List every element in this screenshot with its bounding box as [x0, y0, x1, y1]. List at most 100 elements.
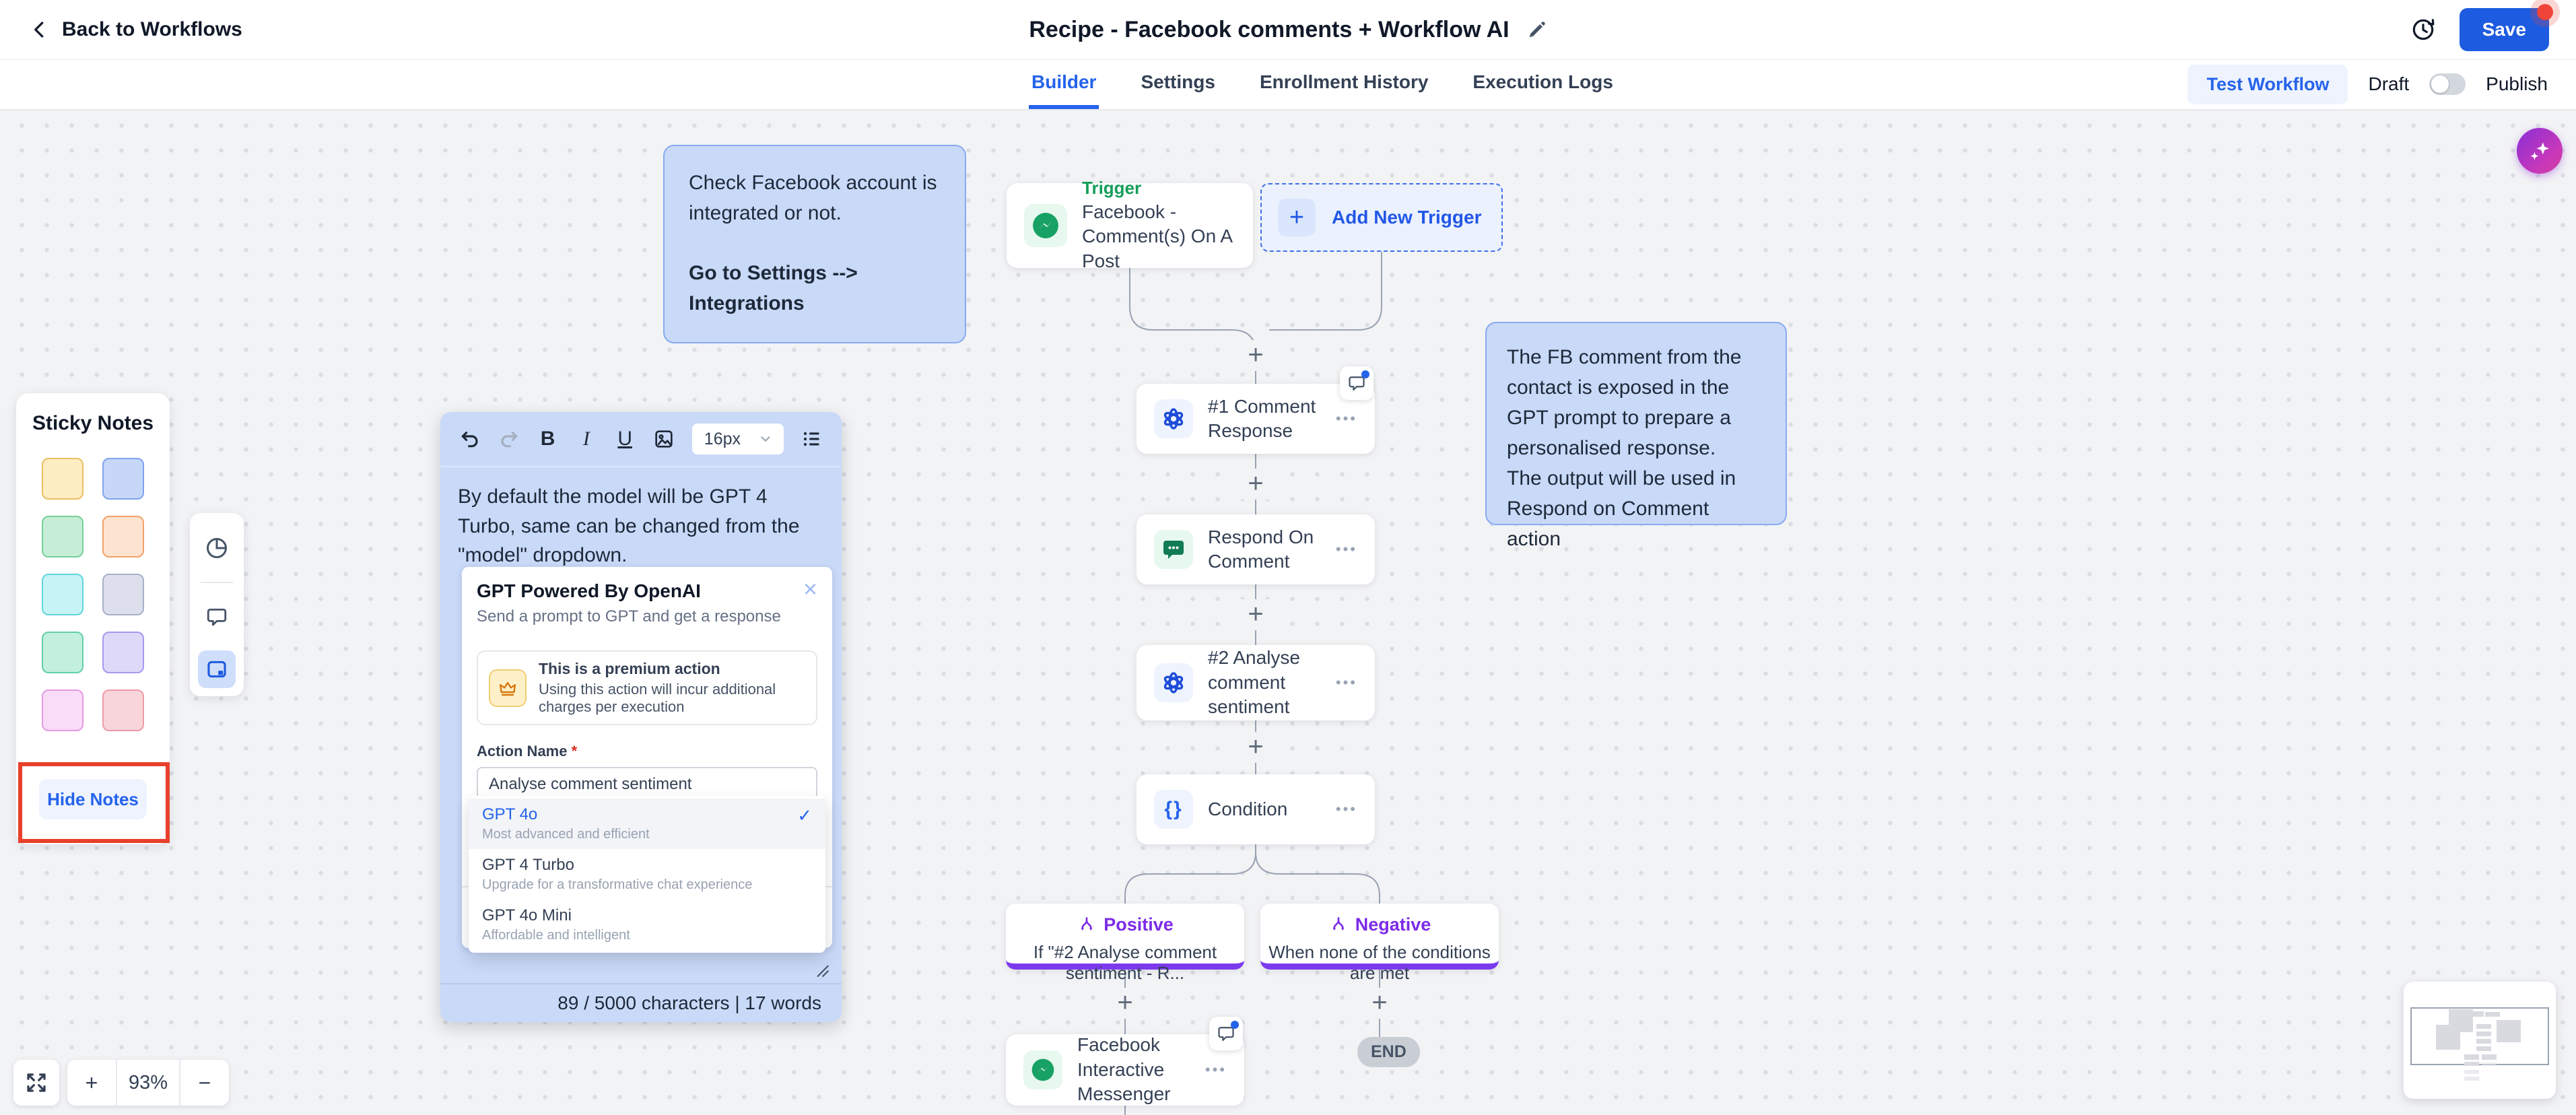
editor-footer: 89 / 5000 characters | 17 words: [440, 983, 842, 1022]
back-to-workflows-button[interactable]: Back to Workflows: [30, 18, 242, 41]
edit-title-pencil-icon[interactable]: [1527, 20, 1547, 40]
model-option-name: GPT 4 Turbo: [482, 856, 574, 874]
action-node-fb-interactive-messenger[interactable]: Facebook Interactive Messenger •••: [1006, 1034, 1244, 1106]
stats-pie-icon[interactable]: [198, 529, 236, 567]
close-icon: ×: [803, 575, 817, 603]
branch-positive[interactable]: Positive If "#2 Analyse comment sentimen…: [1006, 904, 1244, 983]
zoom-in-button[interactable]: +: [67, 1060, 117, 1106]
sticky-color-swatch[interactable]: [42, 458, 83, 500]
page-title: Recipe - Facebook comments + Workflow AI: [1029, 16, 1510, 42]
node-note-indicator[interactable]: [1209, 1017, 1243, 1050]
workflow-canvas[interactable]: + + + + + + Check Facebook account is in…: [0, 109, 2576, 1115]
gpt-dialog-subtitle: Send a prompt to GPT and get a response: [477, 607, 781, 626]
sticky-color-swatch[interactable]: [102, 689, 144, 731]
action-node-analyse-sentiment[interactable]: #2 Analyse comment sentiment •••: [1137, 645, 1375, 720]
action-node-respond-on-comment[interactable]: Respond On Comment •••: [1137, 514, 1375, 584]
sticky-color-swatch[interactable]: [102, 574, 144, 615]
sticky-note-tool-button[interactable]: [198, 650, 236, 688]
version-history-icon[interactable]: [2410, 16, 2437, 43]
italic-button[interactable]: I: [582, 428, 590, 450]
check-icon: ✓: [797, 805, 812, 825]
draft-publish-toggle[interactable]: [2429, 73, 2466, 95]
condition-braces-icon: {}: [1154, 790, 1193, 829]
sticky-color-grid: [16, 458, 170, 731]
zoom-level: 93%: [117, 1060, 180, 1106]
canvas-tools-toolbar: [190, 513, 244, 696]
tab-builder[interactable]: Builder: [1029, 59, 1099, 109]
fit-to-screen-button[interactable]: [13, 1060, 59, 1106]
model-option-desc: Upgrade for a transformative chat experi…: [482, 877, 753, 892]
publish-label: Publish: [2486, 73, 2548, 94]
comments-icon[interactable]: [198, 598, 236, 636]
branch-split-icon: [1077, 915, 1097, 935]
tab-execution-logs[interactable]: Execution Logs: [1472, 71, 1613, 92]
sticky-note-editor[interactable]: B I U 16px By default the model will be …: [440, 412, 842, 1022]
sticky-note-text-bold: Go to Settings --> Integrations: [689, 262, 858, 314]
sticky-color-swatch[interactable]: [42, 574, 83, 615]
add-action-plus[interactable]: +: [1364, 988, 1395, 1019]
branch-negative[interactable]: Negative When none of the conditions are…: [1260, 904, 1499, 983]
node-menu-button[interactable]: •••: [1335, 801, 1357, 817]
add-action-plus[interactable]: +: [1240, 469, 1271, 500]
sticky-note-text: Check Facebook account is integrated or …: [689, 172, 937, 224]
save-button[interactable]: Save: [2459, 0, 2560, 51]
action-name-label: Action Name *: [477, 743, 578, 759]
branch-label: Negative: [1355, 914, 1431, 935]
tab-enrollment-history[interactable]: Enrollment History: [1259, 71, 1429, 92]
ai-magic-wand-button[interactable]: [2517, 128, 2563, 174]
action-node-condition[interactable]: {} Condition •••: [1137, 774, 1375, 844]
test-workflow-button[interactable]: Test Workflow: [2188, 64, 2348, 104]
node-menu-button[interactable]: •••: [1335, 410, 1357, 427]
action-node-comment-response[interactable]: #1 Comment Response •••: [1137, 384, 1375, 454]
workflow-tabs: Builder Settings Enrollment History Exec…: [1029, 59, 1616, 109]
node-title: Condition: [1208, 798, 1288, 819]
sticky-note-gpt-explainer[interactable]: The FB comment from the contact is expos…: [1485, 322, 1787, 550]
node-title: Facebook Interactive Messenger: [1077, 1034, 1171, 1105]
zoom-controls: + 93% −: [67, 1060, 229, 1106]
add-new-trigger-button[interactable]: + Add New Trigger: [1260, 183, 1503, 252]
insert-image-icon[interactable]: [653, 426, 675, 452]
trigger-node[interactable]: Trigger Facebook - Comment(s) On A Post: [1007, 178, 1253, 271]
resize-handle[interactable]: [812, 960, 829, 978]
gpt-dialog-title: GPT Powered By OpenAI: [477, 580, 701, 601]
trigger-title: Facebook - Comment(s) On A Post: [1082, 201, 1232, 271]
node-menu-button[interactable]: •••: [1335, 541, 1357, 558]
hide-notes-button[interactable]: Hide Notes: [39, 779, 147, 819]
underline-button[interactable]: U: [617, 428, 632, 450]
premium-title: This is a premium action: [539, 660, 720, 677]
zoom-out-button[interactable]: −: [198, 1070, 211, 1095]
model-option-desc: Most advanced and efficient: [482, 827, 650, 842]
sticky-color-swatch[interactable]: [42, 516, 83, 558]
sticky-color-swatch[interactable]: [102, 458, 144, 500]
add-action-plus[interactable]: +: [1240, 340, 1271, 371]
node-note-indicator[interactable]: [1340, 366, 1374, 400]
undo-icon[interactable]: [459, 426, 481, 452]
tab-settings[interactable]: Settings: [1141, 71, 1215, 92]
node-menu-button[interactable]: •••: [1205, 1061, 1227, 1078]
note-text[interactable]: By default the model will be GPT 4 Turbo…: [458, 485, 800, 566]
sticky-note-facebook-check[interactable]: Check Facebook account is integrated or …: [663, 145, 966, 343]
sticky-color-swatch[interactable]: [102, 516, 144, 558]
minimap[interactable]: [2404, 982, 2556, 1099]
branch-label: Positive: [1104, 914, 1174, 935]
font-size-select[interactable]: 16px: [691, 424, 784, 454]
add-action-plus[interactable]: +: [1110, 988, 1141, 1019]
embedded-gpt-dialog-image: GPT Powered By OpenAI × Send a prompt to…: [462, 567, 832, 953]
bullet-list-icon[interactable]: [801, 426, 823, 452]
add-action-plus[interactable]: +: [1240, 732, 1271, 763]
redo-icon[interactable]: [498, 426, 520, 452]
branch-split-icon: [1328, 915, 1349, 935]
add-action-plus[interactable]: +: [1240, 599, 1271, 630]
sticky-color-swatch[interactable]: [42, 632, 83, 673]
sticky-color-swatch[interactable]: [42, 689, 83, 731]
bold-button[interactable]: B: [540, 428, 555, 450]
minimap-viewport[interactable]: [2410, 1007, 2549, 1065]
messenger-icon: [1024, 204, 1067, 247]
font-size-value: 16px: [704, 429, 741, 448]
node-menu-button[interactable]: •••: [1335, 674, 1357, 691]
sticky-note-text: The output will be used in Respond on Co…: [1507, 467, 1736, 550]
sticky-color-swatch[interactable]: [102, 632, 144, 673]
